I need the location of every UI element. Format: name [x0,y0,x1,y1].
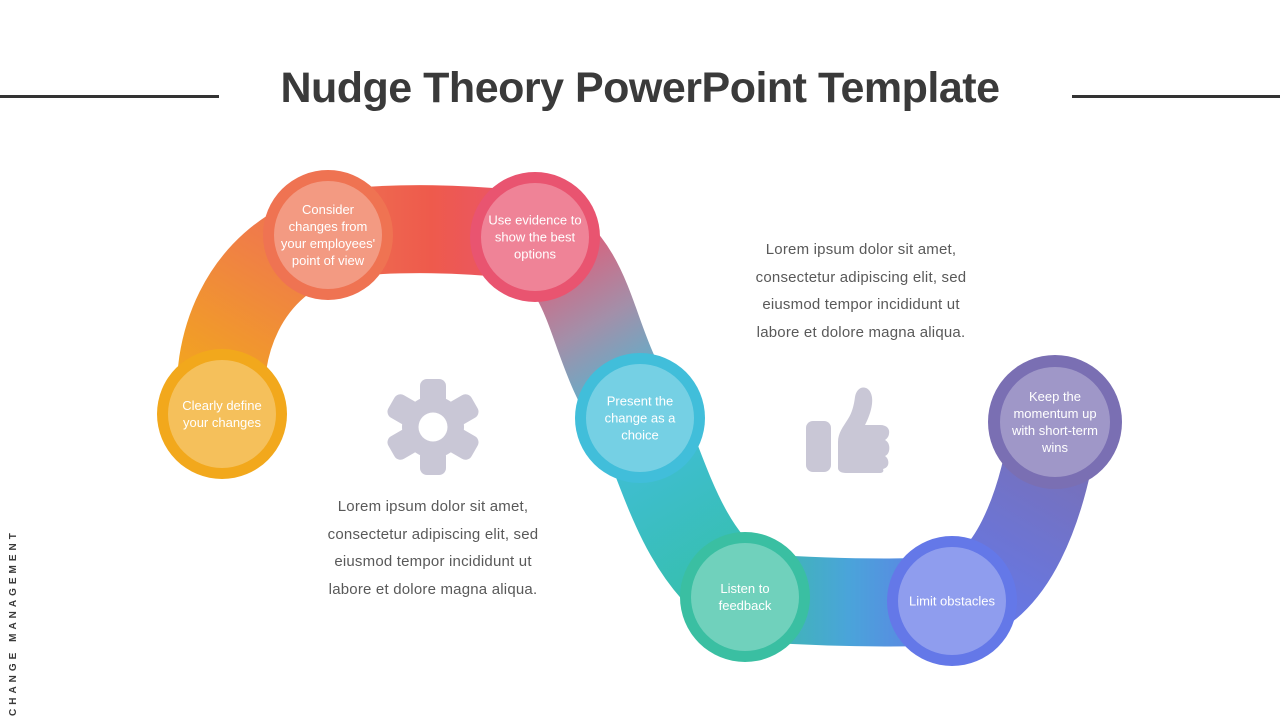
paragraph-left: Lorem ipsum dolor sit amet, consectetur … [327,498,539,598]
node-circle-clearly-define [157,349,287,479]
side-label: CHANGE MANAGEMENT [8,529,19,716]
node-circle-use-evidence [470,172,600,302]
node-inner-consider-changes [274,181,382,289]
node-label-clearly-define: Clearly define your changes [182,398,262,430]
node-inner-keep-momentum [1000,367,1110,477]
node-inner-limit-obstacles [898,547,1006,655]
thumbs-up-icon [806,387,890,473]
title-divider-right [1072,95,1280,98]
node-circles [157,170,1122,666]
node-label-consider-changes: Consider changes from your employees' po… [280,202,376,268]
node-circle-listen-feedback [680,532,810,662]
node-circle-keep-momentum [988,355,1122,489]
node-circle-consider-changes [263,170,393,300]
node-inner-clearly-define [168,360,276,468]
node-label-use-evidence: Use evidence to show the best options [488,212,582,262]
node-label-listen-feedback: Listen to feedback [718,581,772,613]
node-circle-present-change [575,353,705,483]
node-circle-limit-obstacles [887,536,1017,666]
node-inner-listen-feedback [691,543,799,651]
gear-icon [387,379,479,475]
node-label-present-change: Present the change as a choice [604,393,676,443]
node-inner-present-change [586,364,694,472]
title-divider-left [0,95,219,98]
page-title: Nudge Theory PowerPoint Template [280,64,1000,112]
node-label-limit-obstacles: Limit obstacles [909,593,995,609]
node-inner-use-evidence [481,183,589,291]
paragraph-right: Lorem ipsum dolor sit amet, consectetur … [755,241,967,341]
node-label-keep-momentum: Keep the momentum up with short-term win… [1012,389,1098,455]
